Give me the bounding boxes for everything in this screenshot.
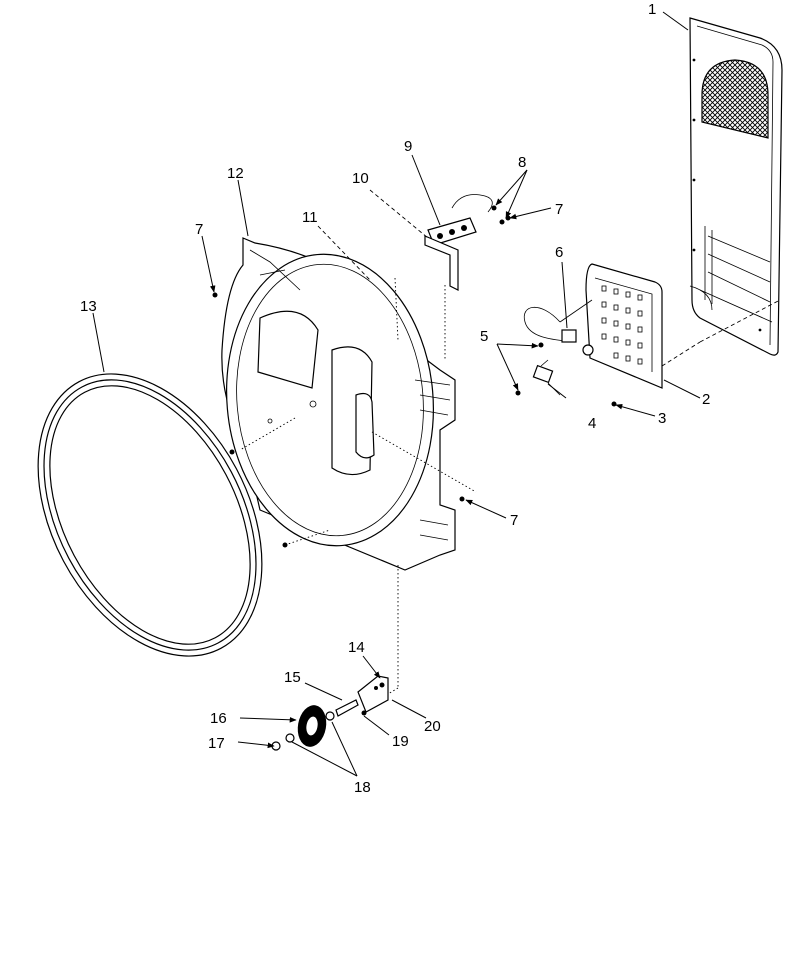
callout-6: 6 [555, 244, 563, 261]
heater-plate [585, 263, 663, 389]
callout-20: 20 [424, 718, 441, 735]
callout-1: 1 [648, 1, 656, 18]
callout-13: 13 [80, 298, 97, 315]
callout-15: 15 [284, 669, 301, 686]
callout-5: 5 [480, 328, 488, 345]
callout-10: 10 [352, 170, 369, 187]
callout-labels: 1 2 3 4 5 6 7 7 7 8 9 10 11 12 13 14 15 … [80, 1, 710, 796]
front-bulkhead [221, 237, 456, 571]
callout-11: 11 [302, 209, 318, 226]
callout-7-left: 7 [195, 221, 203, 238]
door-seal [37, 373, 263, 657]
callout-8: 8 [518, 154, 526, 171]
callout-7-top-right: 7 [555, 201, 563, 218]
callout-7-lower: 7 [510, 512, 518, 529]
callout-19: 19 [392, 733, 409, 750]
callout-16: 16 [210, 710, 227, 727]
leader-lines [92, 11, 781, 777]
terminal-block [424, 194, 511, 291]
callout-14: 14 [348, 639, 365, 656]
callout-17: 17 [208, 735, 225, 752]
roller-assembly [271, 675, 389, 751]
callout-2: 2 [702, 391, 710, 408]
callout-12: 12 [227, 165, 244, 182]
screw-3 [611, 401, 617, 407]
rear-panel [689, 17, 783, 356]
callout-9: 9 [404, 138, 412, 155]
callout-3: 3 [658, 410, 666, 427]
callout-4: 4 [588, 415, 596, 432]
callout-18: 18 [354, 779, 371, 796]
thermostat [523, 299, 594, 356]
